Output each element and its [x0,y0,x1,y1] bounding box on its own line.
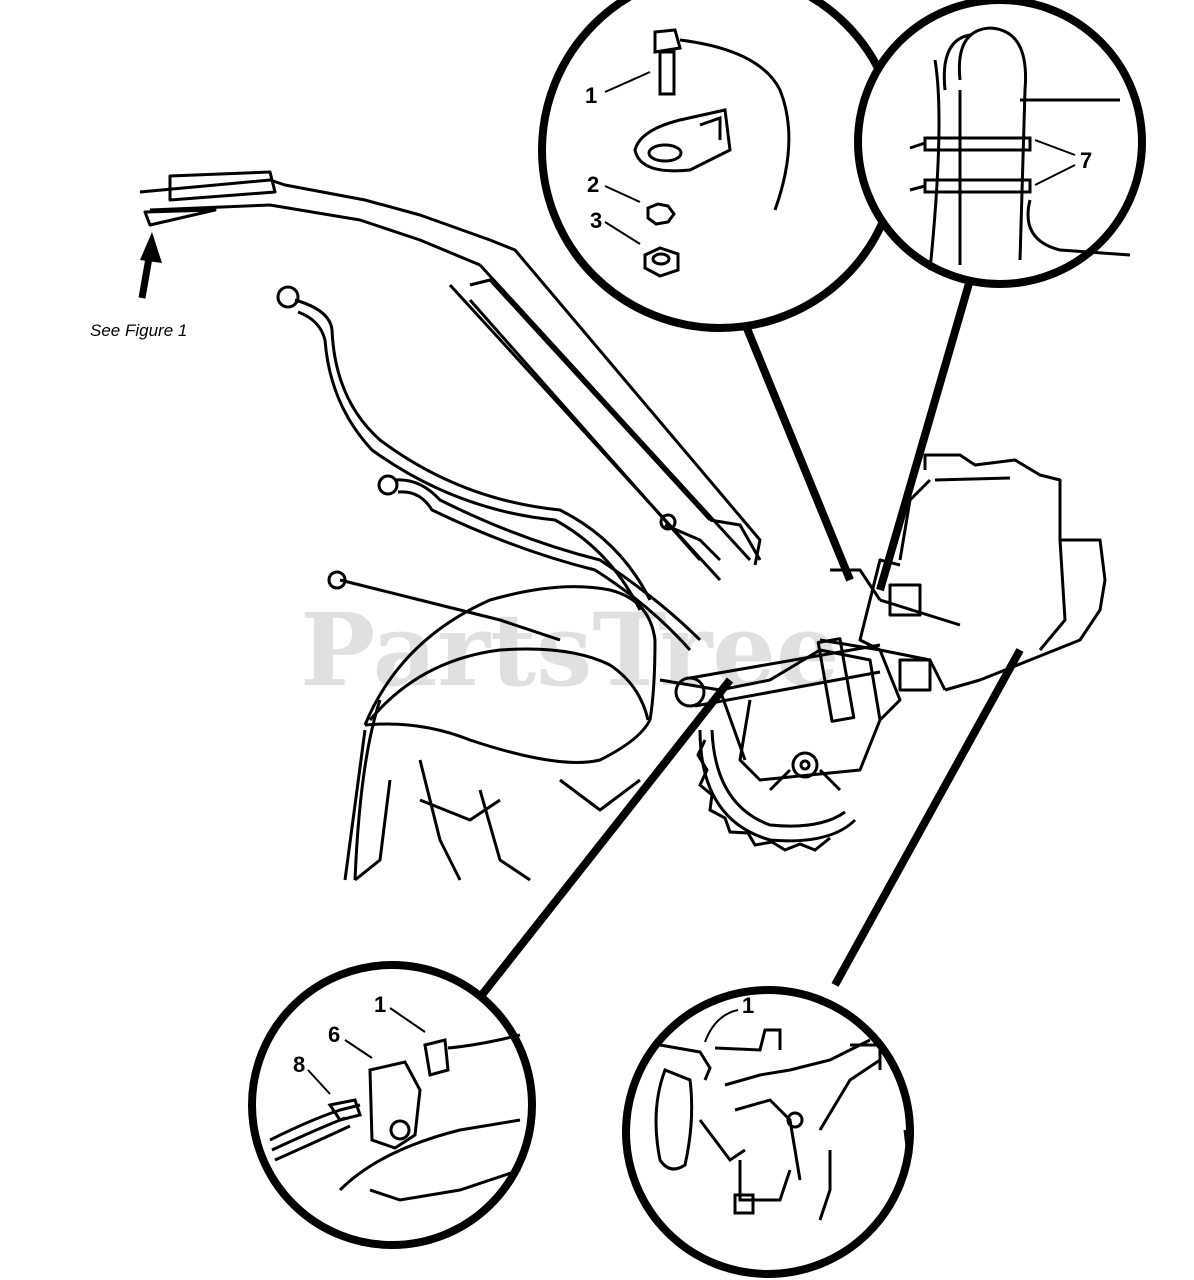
engine-body [819,453,1107,722]
tine-shield [343,585,657,882]
detail-circle-cable-ties: 7 [854,0,1146,288]
detail-circle-hardware: 1 2 3 [538,0,902,332]
hardware-label-3: 3 [590,208,602,233]
wheel [696,729,857,852]
linkage-label-1: 1 [742,993,754,1018]
transmission-housing [659,637,882,792]
figure-reference-arrow: See Figure 1 [90,232,187,340]
hardware-label-1: 1 [585,83,597,108]
cable-tie-label-7: 7 [1080,148,1092,173]
bracket-label-6: 6 [328,1022,340,1047]
see-figure-label: See Figure 1 [90,321,187,340]
detail-circle-switch-bracket: 1 6 8 [248,961,536,1249]
bracket-label-1: 1 [374,992,386,1017]
control-cables [276,285,722,651]
callout-leaders [466,278,1024,1013]
bracket-label-8: 8 [293,1052,305,1077]
watermark-text: PartsTree [300,591,840,709]
hardware-label-2: 2 [587,172,599,197]
edge-mark [903,1129,910,1156]
detail-circle-linkage: 1 [622,986,914,1278]
